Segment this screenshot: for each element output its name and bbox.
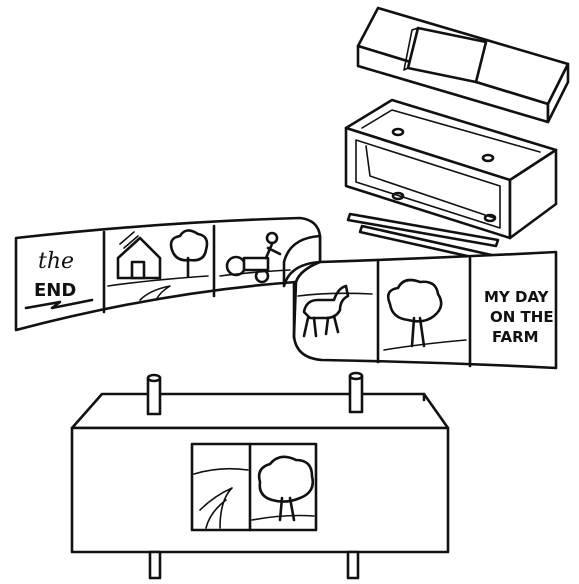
title-line-2: ON THE <box>490 308 554 326</box>
frame-horse <box>297 284 373 338</box>
top-peg-left <box>146 373 162 416</box>
end-word-the: the <box>38 249 74 274</box>
frame-the-end: the END <box>24 249 94 310</box>
assembled-viewer <box>70 371 450 580</box>
frame-tractor <box>219 231 291 284</box>
title-line-1: MY DAY <box>484 288 550 306</box>
title-line-3: FARM <box>492 328 539 346</box>
box-body <box>344 98 558 240</box>
peg-holes <box>391 127 497 223</box>
lightning-icon <box>24 298 94 310</box>
bottom-peg-right <box>346 550 360 580</box>
bottom-peg-left <box>148 550 162 580</box>
dowel-sticks <box>346 212 500 264</box>
viewer-window <box>190 442 318 532</box>
top-peg-right <box>348 371 364 414</box>
lid-window <box>403 26 488 84</box>
frame-barn <box>107 229 209 301</box>
tree-icon <box>169 229 209 278</box>
frame-tree <box>383 278 467 351</box>
barn-icon <box>116 231 162 280</box>
box-lid <box>356 6 570 124</box>
end-word-end: END <box>34 280 76 301</box>
tractor-icon <box>225 231 282 284</box>
frame-title: MY DAY ON THE FARM <box>484 288 554 346</box>
